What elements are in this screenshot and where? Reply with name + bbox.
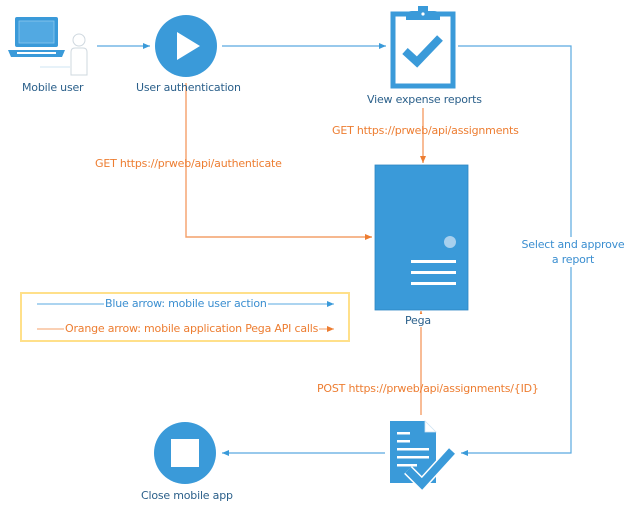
legend: Blue arrow: mobile user action Orange ar… [20, 292, 350, 342]
node-label-mobile-user: Mobile user [22, 81, 84, 94]
node-label-pega: Pega [405, 314, 431, 327]
edge-label-select-approve-line1: Select and approve [521, 238, 625, 251]
stop-icon [154, 422, 216, 484]
edge-label-authenticate: GET https://prweb/api/authenticate [95, 157, 282, 170]
document-check-icon [390, 420, 457, 492]
play-icon [155, 15, 217, 77]
edge-label-select-approve: Select and approve a report [521, 237, 625, 267]
edge-auth-api-call [185, 83, 372, 240]
node-label-user-authentication: User authentication [136, 81, 241, 94]
edge-label-post-assignment: POST https://prweb/api/assignments/{ID} [317, 382, 539, 395]
node-label-close-mobile-app: Close mobile app [141, 489, 233, 502]
edge-label-select-approve-line2: a report [551, 253, 595, 266]
node-label-view-expense-reports: View expense reports [367, 93, 482, 106]
laptop-user-icon [8, 17, 88, 76]
legend-orange-label: Orange arrow: mobile application Pega AP… [64, 322, 320, 335]
server-icon [374, 164, 469, 311]
legend-blue-label: Blue arrow: mobile user action [104, 297, 268, 310]
clipboard-check-icon [390, 6, 456, 89]
edge-label-assignments: GET https://prweb/api/assignments [332, 124, 519, 137]
